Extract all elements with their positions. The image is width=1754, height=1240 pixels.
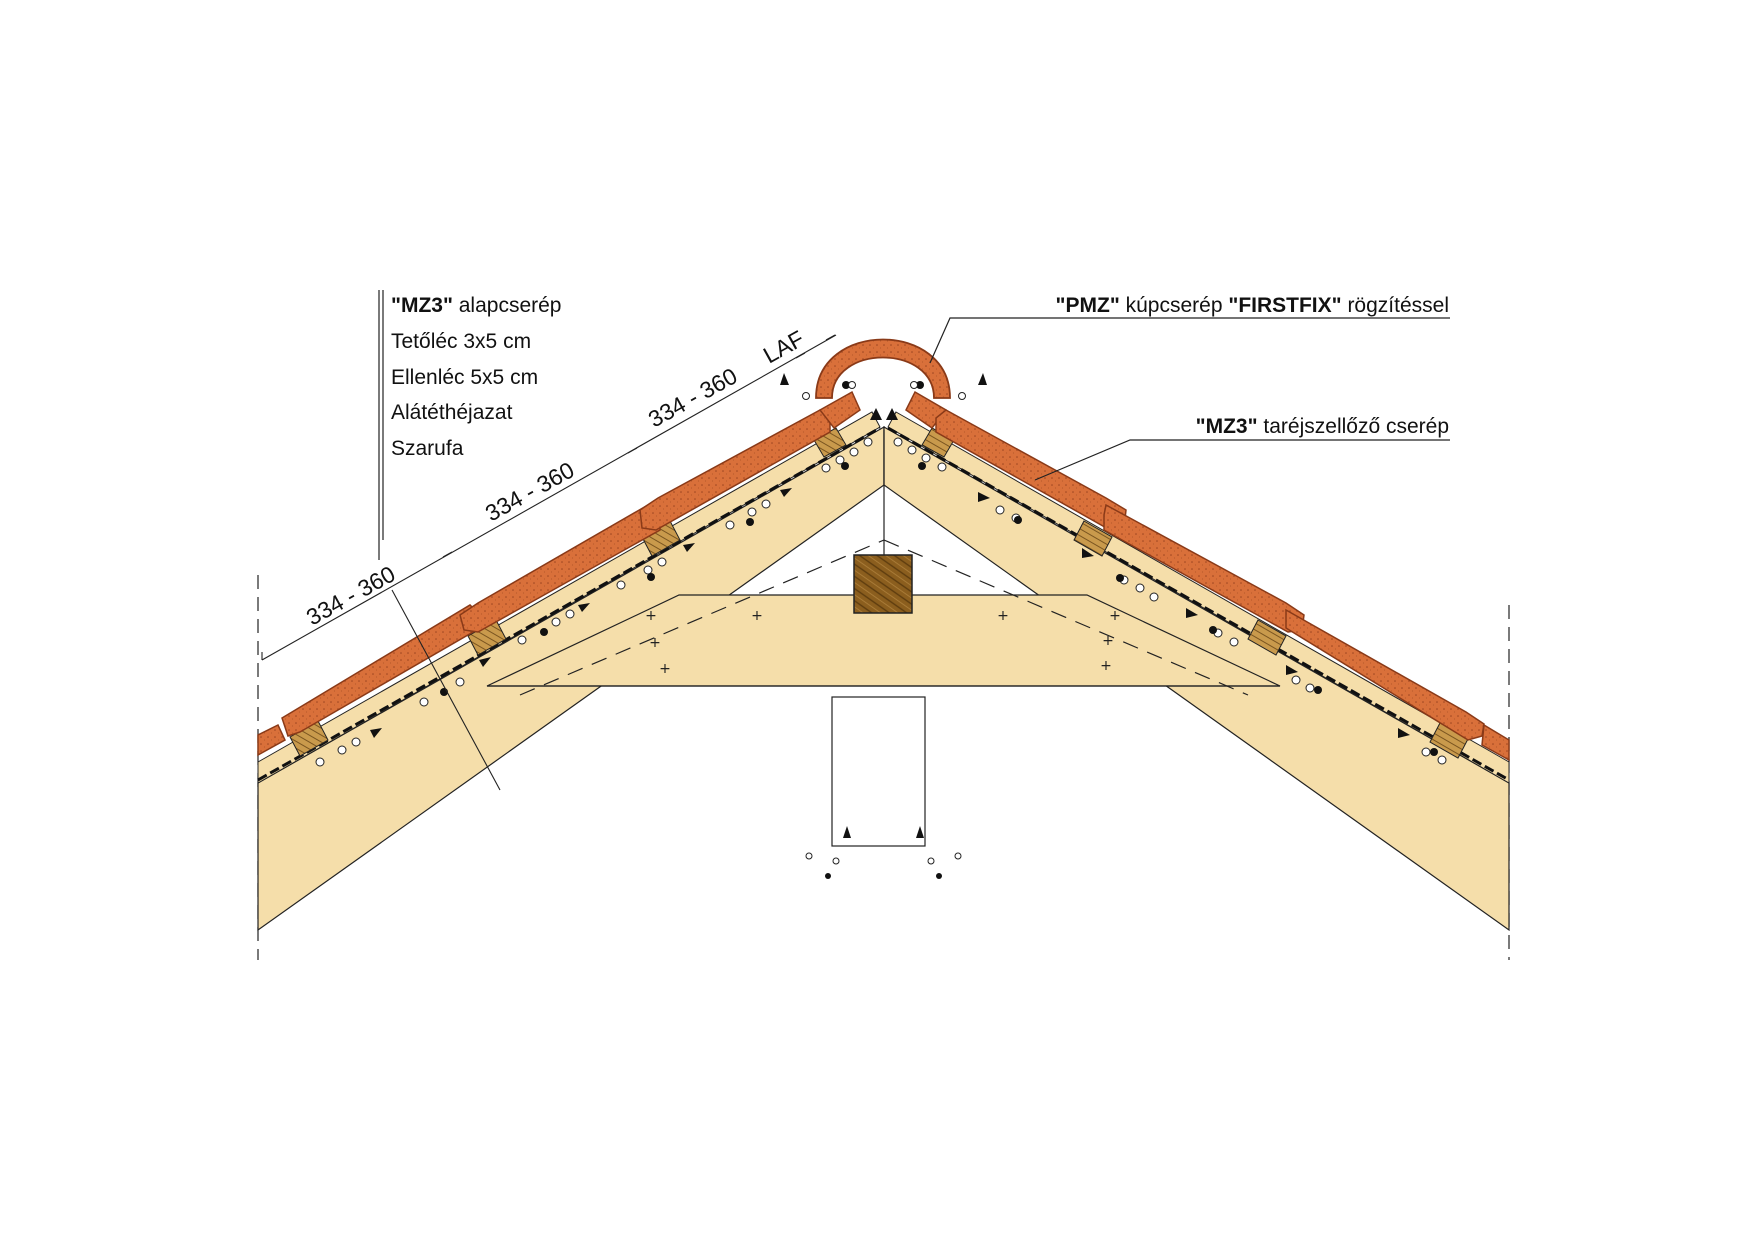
svg-text:+: +: [659, 661, 671, 677]
svg-text:+: +: [649, 635, 661, 651]
roof-tiles-right: [905, 390, 1510, 762]
svg-text:+: +: [1109, 608, 1121, 624]
layers-label-line-3: Ellenléc 5x5 cm: [391, 366, 539, 389]
dim-spacing-1: 334 - 360: [302, 561, 400, 631]
ventilation-markers: [315, 437, 1447, 879]
ridge-label-bold-1: "PMZ": [1055, 294, 1120, 317]
leader-lines: [378, 290, 1450, 560]
layers-label-bold: "MZ3": [391, 294, 453, 317]
king-post-detail: [831, 696, 926, 847]
ridge-label-text-2: rögzítéssel: [1341, 294, 1449, 317]
ridge-purlin: [853, 554, 913, 614]
ridge-label-text-1: kúpcserép: [1119, 294, 1229, 317]
svg-text:+: +: [751, 608, 763, 624]
collar-tie: + + + + + + + +: [486, 430, 1281, 696]
dim-laf: LAF: [759, 325, 809, 368]
battens: [289, 427, 1469, 759]
vent-tile-label: "MZ3" taréjszellőző cserép: [1196, 416, 1449, 437]
layers-label-line-1: "MZ3" alapcserép: [391, 295, 562, 316]
svg-text:+: +: [645, 608, 657, 624]
svg-text:+: +: [1100, 658, 1112, 674]
vent-label-bold: "MZ3": [1195, 415, 1258, 438]
left-underlay-membrane: [257, 426, 881, 782]
layers-label-line-2: Tetőléc 3x5 cm: [391, 330, 532, 353]
ridge-tile-label: "PMZ" kúpcserép "FIRSTFIX" rögzítéssel: [1056, 295, 1449, 316]
batten-spacing-dimension: [261, 334, 837, 791]
right-underlay-membrane: [887, 426, 1510, 782]
layers-label-rest: alapcserép: [452, 294, 562, 317]
layers-label-line-4: Alátéthéjazat: [391, 401, 513, 424]
vent-label-text: taréjszellőző cserép: [1257, 415, 1449, 438]
right-counter-batten: [887, 411, 1510, 784]
svg-text:+: +: [1102, 633, 1114, 649]
ridge-tile: [780, 338, 987, 420]
svg-text:+: +: [997, 608, 1009, 624]
dim-spacing-2: 334 - 360: [481, 457, 579, 527]
roof-tiles-left: [257, 390, 861, 757]
ridge-label-bold-2: "FIRSTFIX": [1228, 294, 1342, 317]
layers-label-line-5: Szarufa: [391, 437, 464, 460]
